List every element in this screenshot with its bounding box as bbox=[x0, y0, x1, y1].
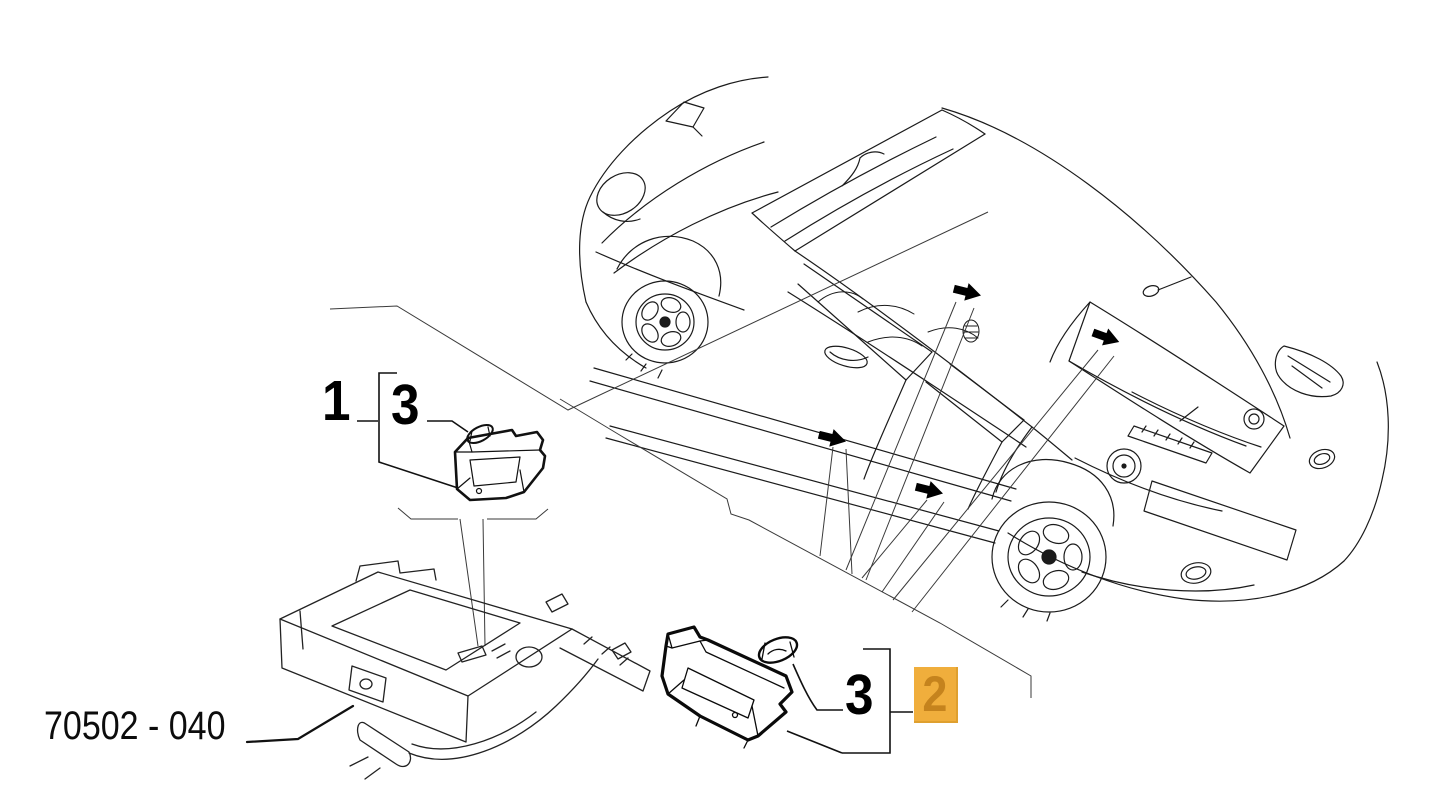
side-mirror-line-art bbox=[665, 101, 705, 137]
callout-number-2-selected-badge[interactable]: 2 bbox=[914, 667, 958, 723]
windshield-wipers-line-art bbox=[751, 109, 986, 252]
exhaust-tips-line-art bbox=[1180, 448, 1336, 584]
callout-number-3-lower[interactable]: 3 bbox=[845, 663, 874, 727]
drawing-part-number-label: 70502 - 040 bbox=[44, 704, 226, 748]
callout-number-3-upper[interactable]: 3 bbox=[391, 373, 420, 437]
location-arrow-icon bbox=[952, 283, 981, 301]
location-arrow-icon bbox=[817, 429, 846, 447]
part-ref-leader-line bbox=[245, 704, 355, 744]
rear-wheel-line-art bbox=[991, 459, 1115, 622]
callout-number-2-label: 2 bbox=[922, 666, 948, 722]
callout-2-bracket bbox=[786, 648, 913, 754]
brand-badge-icon bbox=[1243, 408, 1265, 430]
taillight-line-art bbox=[1274, 345, 1344, 398]
courtesy-lamp-1-drawing bbox=[453, 423, 547, 502]
interior-detail-line-art bbox=[817, 291, 980, 347]
door-handle-line-art bbox=[824, 345, 869, 369]
wiring-connector-line-art bbox=[349, 658, 599, 780]
vehicle-rear-three-quarter-line-art bbox=[579, 76, 1389, 622]
roof-antenna-line-art bbox=[1142, 276, 1192, 297]
callout-1-bracket bbox=[357, 372, 469, 489]
fuel-cap-line-art bbox=[1106, 448, 1142, 484]
festoon-bulb-icon bbox=[466, 423, 494, 445]
festoon-bulb-icon bbox=[757, 636, 799, 664]
headlight-line-art bbox=[596, 172, 646, 222]
lamp-location-arrows bbox=[817, 283, 1120, 499]
front-wheel-line-art bbox=[616, 235, 722, 379]
location-arrow-icon bbox=[914, 481, 943, 499]
callout-number-1[interactable]: 1 bbox=[322, 369, 351, 433]
location-arrow-icon bbox=[1091, 328, 1120, 346]
courtesy-lamp-2-drawing bbox=[660, 625, 799, 749]
glovebox-housing-line-art bbox=[279, 560, 651, 780]
rear-window-line-art bbox=[1068, 301, 1285, 474]
callout-leader-frames bbox=[329, 211, 1115, 698]
